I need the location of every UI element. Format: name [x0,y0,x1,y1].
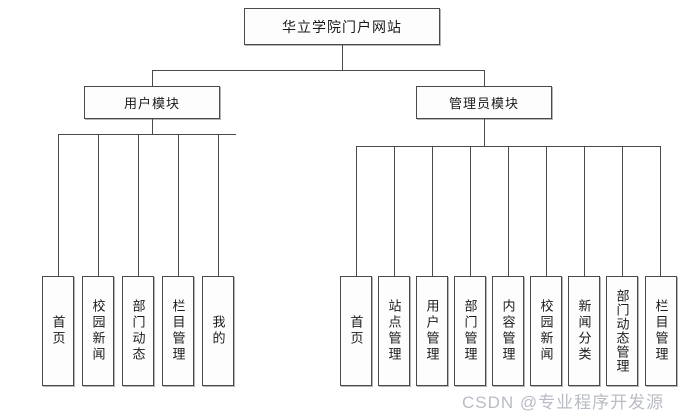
connector-user-child-4 [178,134,179,276]
connector-admin-child-2 [394,146,395,276]
connector-user-child-1 [58,134,59,276]
node-admin-child-bumendongtaiguanli[interactable]: 部门动态管理 [606,276,638,386]
node-label: 用户管理 [424,299,440,363]
node-label: 首页 [348,315,364,347]
node-user-child-xiaoyuanxinwen[interactable]: 校园新闻 [82,276,114,386]
node-admin-module-label: 管理员模块 [448,96,519,111]
node-user-module-label: 用户模块 [123,96,180,111]
node-label: 部门动态管理 [614,289,630,373]
connector-admin-child-3 [432,146,433,276]
node-label: 首页 [50,315,66,347]
connector-admin-child-6 [546,146,547,276]
node-admin-child-xinwenfenlei[interactable]: 新闻分类 [568,276,600,386]
node-root-label: 华立学院门户网站 [282,18,402,35]
node-user-child-shouye[interactable]: 首页 [42,276,74,386]
node-label: 校园新闻 [90,299,106,363]
connector-to-user-module [152,70,153,87]
connector-admin-child-5 [508,146,509,276]
node-label: 新闻分类 [576,299,592,363]
connector-level1-bus [152,70,485,71]
connector-admin-child-9 [660,146,661,276]
connector-admin-child-1 [356,146,357,276]
node-admin-child-yonghuguanli[interactable]: 用户管理 [416,276,448,386]
connector-user-module-stem [152,119,153,134]
connector-admin-child-8 [622,146,623,276]
connector-user-child-2 [98,134,99,276]
node-admin-child-bumenguanli[interactable]: 部门管理 [454,276,486,386]
node-admin-child-zhandianguanli[interactable]: 站点管理 [378,276,410,386]
node-user-child-wode[interactable]: 我的 [202,276,234,386]
node-label: 栏目管理 [170,299,186,363]
node-user-child-lanmuguanli[interactable]: 栏目管理 [162,276,194,386]
node-label: 校园新闻 [538,299,554,363]
node-root[interactable]: 华立学院门户网站 [244,8,440,45]
node-admin-module[interactable]: 管理员模块 [416,86,552,119]
node-user-child-bumendongtai[interactable]: 部门动态 [122,276,154,386]
node-label: 我的 [210,315,226,347]
connector-user-children-bus [58,134,236,135]
connector-admin-child-4 [470,146,471,276]
node-label: 站点管理 [386,299,402,363]
connector-admin-module-stem [484,119,485,146]
watermark: CSDN @专业程序开发源 [462,393,665,412]
node-label: 内容管理 [500,299,516,363]
node-label: 部门动态 [130,299,146,363]
connector-to-admin-module [484,70,485,87]
node-admin-child-shouye[interactable]: 首页 [340,276,372,386]
node-admin-child-neirongguanli[interactable]: 内容管理 [492,276,524,386]
node-user-module[interactable]: 用户模块 [84,86,220,119]
node-label: 栏目管理 [653,299,669,363]
connector-user-child-3 [138,134,139,276]
node-label: 部门管理 [462,299,478,363]
node-admin-child-lanmuguanli[interactable]: 栏目管理 [645,276,677,386]
connector-admin-child-7 [584,146,585,276]
connector-root-stem [342,45,343,71]
connector-user-child-5 [218,134,219,276]
node-admin-child-xiaoyuanxinwen[interactable]: 校园新闻 [530,276,562,386]
